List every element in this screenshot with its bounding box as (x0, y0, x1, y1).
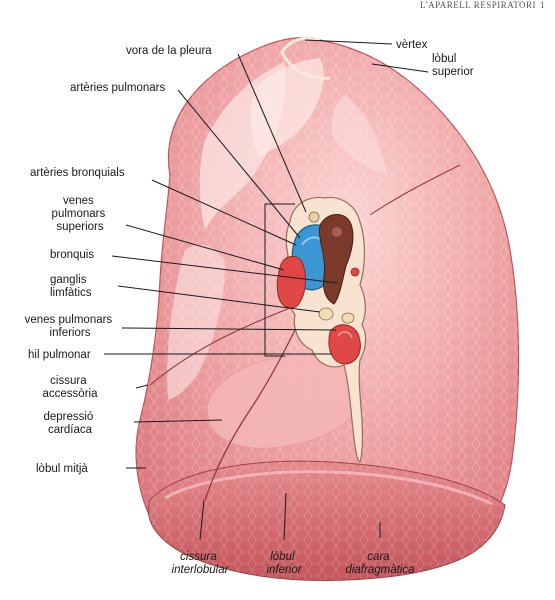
interlobular-fissure (204, 319, 301, 501)
accessory-fissure (149, 307, 291, 386)
label-vora-pleura: vora de la pleura (126, 45, 212, 57)
label-vertex: vèrtex (396, 39, 428, 51)
label-arteries-pulmonars: artèries pulmonars (70, 82, 165, 94)
running-title: L'APARELL RESPIRATORI (420, 0, 536, 10)
page-number: 1 (540, 0, 545, 10)
label-cissura-accessoria: cissura accessòria (43, 375, 99, 400)
label-cissura-interlobular: cissura interlobular (172, 551, 230, 576)
superior-pulmonary-vein (276, 255, 306, 309)
leader-lines (104, 39, 429, 541)
label-venes-inferiors: venes pulmonars inferiors (25, 314, 116, 339)
label-lobul-inferior: lòbul inferior (266, 551, 302, 576)
hilum-bracket (264, 203, 295, 357)
label-ganglis: ganglis limfàtics (50, 274, 92, 299)
inferior-pulmonary-vein (328, 324, 361, 365)
bronchial-artery (308, 211, 320, 223)
lung-body (135, 36, 520, 581)
label-hil: hil pulmonar (28, 349, 91, 361)
lymph-node (341, 312, 355, 324)
label-lobul-mitja: lòbul mitjà (36, 463, 88, 475)
label-venes-superiors: venes pulmonars superiors (52, 195, 109, 233)
label-lobul-superior: lòbul superior (432, 53, 474, 78)
cardiac-depression (206, 355, 363, 449)
pleura-edge (280, 36, 331, 80)
label-cara-diafragmatica: cara diafragmàtica (345, 551, 414, 576)
label-arteries-bronquials: artèries bronquials (30, 167, 125, 179)
label-bronquis: bronquis (50, 249, 94, 261)
lymph-node (318, 307, 334, 321)
label-depressio: depressió cardíaca (43, 411, 96, 436)
